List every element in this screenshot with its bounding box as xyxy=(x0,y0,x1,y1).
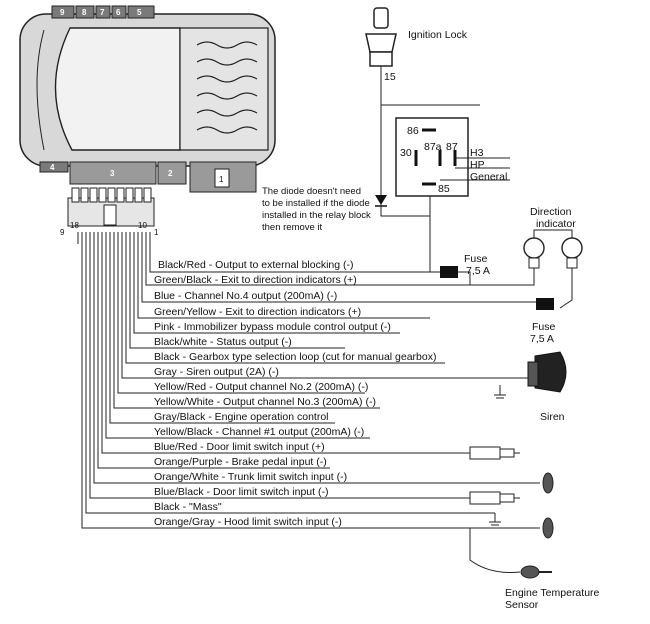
pin-label-10: 10 xyxy=(138,221,147,230)
direction-indicator-label-2: indicator xyxy=(536,218,576,230)
fuse-1-rating: 7,5 A xyxy=(466,265,490,277)
tab-label-3: 3 xyxy=(110,169,115,178)
tab-label-6: 6 xyxy=(116,8,121,17)
ignition-terminal-label: 15 xyxy=(384,71,396,83)
wire-label-12: Yellow/Black - Channel #1 output (200mA)… xyxy=(154,426,364,438)
vent-slots xyxy=(196,41,258,134)
wire-label-6: Black/white - Status output (-) xyxy=(154,336,292,348)
pin-label-18: 18 xyxy=(70,221,79,230)
wire-label-2: Green/Black - Exit to direction indicato… xyxy=(154,274,357,286)
diode-note-line-3: installed in the relay block xyxy=(262,210,371,221)
tab-label-1: 1 xyxy=(219,175,224,184)
relay-pin-87a: 87a xyxy=(424,141,442,153)
diode: The diode doesn't need to be installed i… xyxy=(262,186,430,233)
harness-connector: 18 10 9 1 xyxy=(60,187,159,237)
siren-label: Siren xyxy=(540,411,565,423)
ignition-lock: Ignition Lock 15 xyxy=(365,7,468,105)
wire-label-4: Green/Yellow - Exit to direction indicat… xyxy=(154,306,361,318)
temp-sensor-label-2: Sensor xyxy=(505,599,539,611)
ignition-lock-label: Ignition Lock xyxy=(408,29,468,41)
relay-pin-87: 87 xyxy=(446,141,458,153)
wire-labels: Black/Red - Output to external blocking … xyxy=(154,259,436,528)
wire-label-9: Yellow/Red - Output channel No.2 (200mA)… xyxy=(154,381,368,393)
wire-label-17: Black - "Mass" xyxy=(154,501,222,513)
tab-label-7: 7 xyxy=(100,8,105,17)
pin-label-9: 9 xyxy=(60,228,65,237)
fuse-2-label: Fuse xyxy=(532,321,556,333)
relay-out-h3: H3 xyxy=(470,147,484,159)
wire-label-7: Black - Gearbox type selection loop (cut… xyxy=(154,351,436,363)
diode-note-line-4: then remove it xyxy=(262,222,323,233)
relay-pin-85: 85 xyxy=(438,183,450,195)
wire-label-10: Yellow/White - Output channel No.3 (200m… xyxy=(154,396,376,408)
tab-label-2: 2 xyxy=(168,169,173,178)
relay-block: 86 87a 87 30 85 H3 HP General xyxy=(380,104,510,272)
tab-label-4: 4 xyxy=(50,163,55,172)
wire-label-15: Orange/White - Trunk limit switch input … xyxy=(154,471,347,483)
tab-label-9: 9 xyxy=(60,8,65,17)
door-limit-switch-1 xyxy=(469,446,520,460)
control-unit: 9 8 7 6 5 4 3 2 1 xyxy=(19,5,276,193)
wire-label-13: Blue/Red - Door limit switch input (+) xyxy=(154,441,325,453)
engine-temperature-sensor: Engine Temperature Sensor xyxy=(469,528,600,611)
fuse-2: Fuse 7,5 A xyxy=(440,298,556,345)
wires xyxy=(77,232,540,529)
temp-sensor-label-1: Engine Temperature xyxy=(505,587,600,599)
mass-ground xyxy=(489,513,501,526)
hood-limit-switch xyxy=(542,517,554,539)
wire-label-3: Blue - Channel No.4 output (200mA) (-) xyxy=(154,290,337,302)
fuse-1: Fuse 7,5 A xyxy=(440,253,490,285)
wire-label-11: Gray/Black - Engine operation control xyxy=(154,411,329,423)
wire-label-14: Orange/Purple - Brake pedal input (-) xyxy=(154,456,327,468)
relay-pin-86: 86 xyxy=(407,125,419,137)
siren: Siren xyxy=(494,351,567,423)
wire-label-16: Blue/Black - Door limit switch input (-) xyxy=(154,486,328,498)
direction-indicator: Direction indicator xyxy=(520,206,583,309)
pin-label-1: 1 xyxy=(154,228,159,237)
door-limit-switch-2 xyxy=(469,491,520,505)
fuse-2-rating: 7,5 A xyxy=(530,333,554,345)
diode-note-line-1: The diode doesn't need xyxy=(262,186,361,197)
trunk-limit-switch xyxy=(542,472,554,494)
tab-label-5: 5 xyxy=(137,8,142,17)
wire-label-5: Pink - Immobilizer bypass module control… xyxy=(154,321,391,333)
tab-label-8: 8 xyxy=(82,8,87,17)
relay-pin-30: 30 xyxy=(400,147,412,159)
relay-out-hp: HP xyxy=(470,159,485,171)
fuse-1-label: Fuse xyxy=(464,253,488,265)
wire-label-1: Black/Red - Output to external blocking … xyxy=(158,259,354,271)
direction-indicator-label-1: Direction xyxy=(530,206,572,218)
wire-label-8: Gray - Siren output (2A) (-) xyxy=(154,366,279,378)
wire-label-18: Orange/Gray - Hood limit switch input (-… xyxy=(154,516,342,528)
diode-note-line-2: to be installed if the diode xyxy=(262,198,370,209)
relay-out-general: General xyxy=(470,171,507,183)
